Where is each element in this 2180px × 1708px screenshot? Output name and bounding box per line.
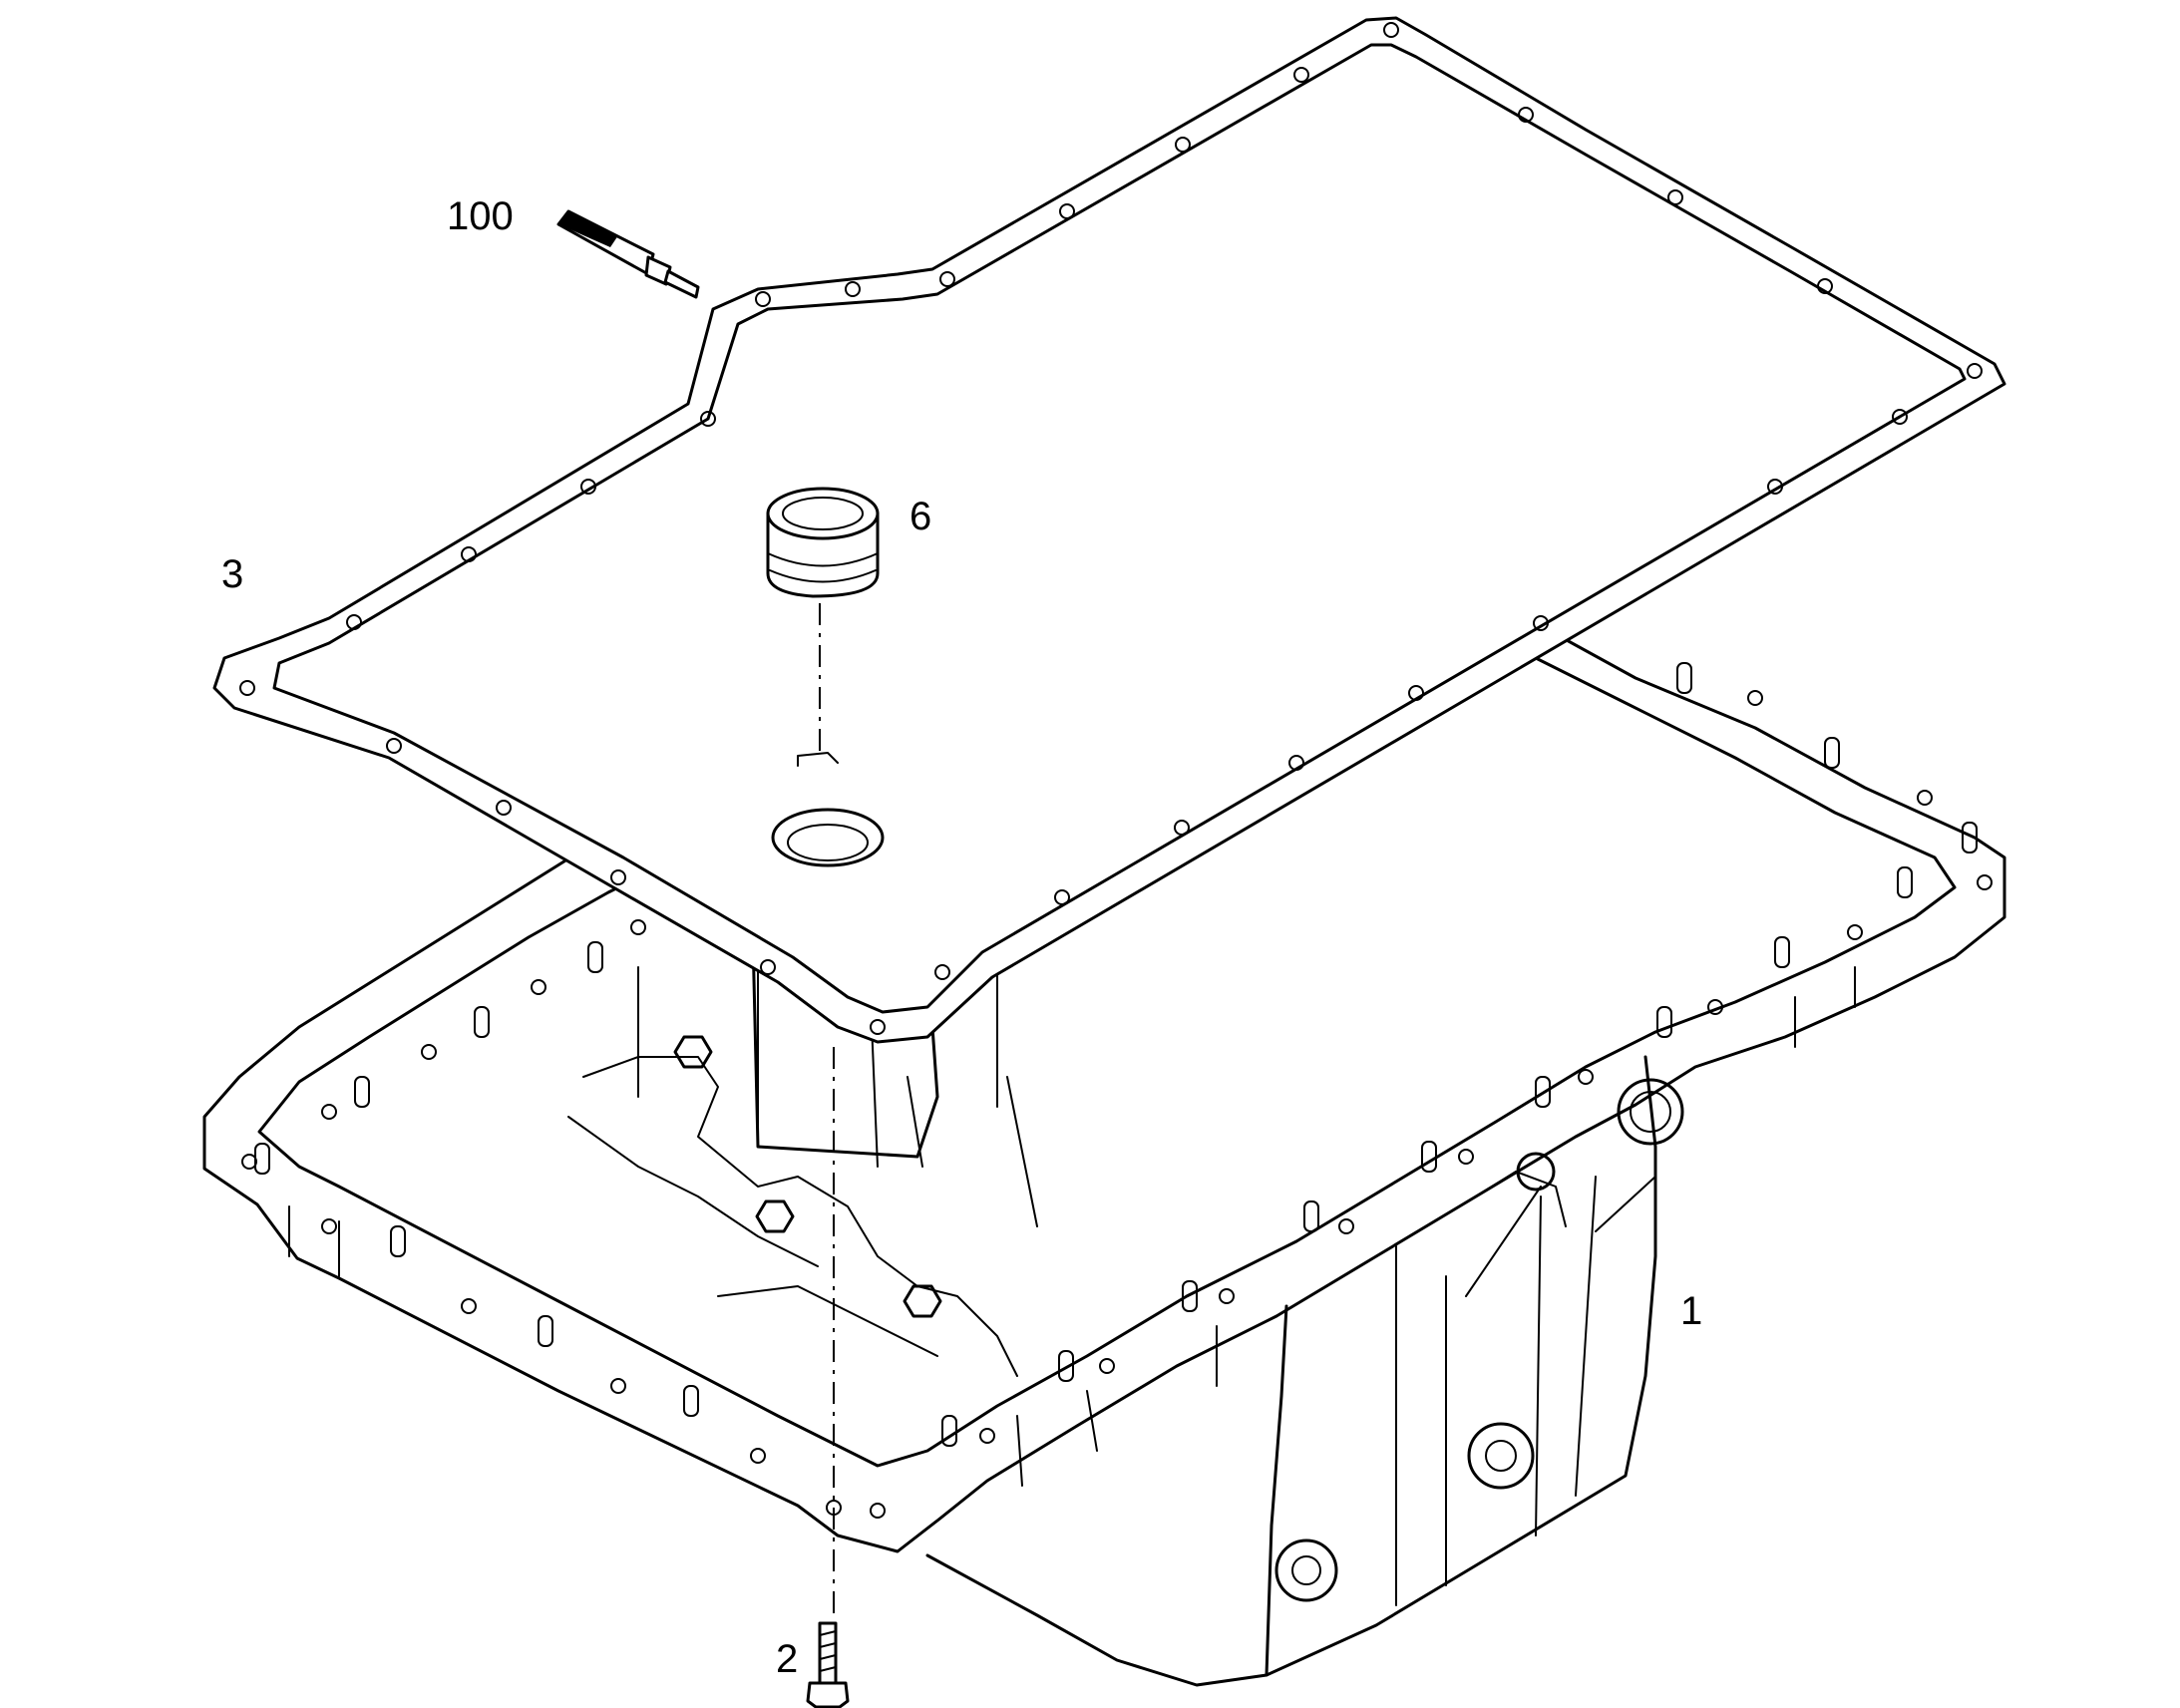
callout-part-3: 3	[221, 552, 244, 596]
dipstick-port	[1617, 1078, 1684, 1146]
oil-pan-gasket	[212, 16, 2006, 1044]
drain-plug-left	[1274, 1538, 1338, 1602]
gasket-inner	[272, 43, 1967, 1014]
callout-part-1: 1	[1680, 1289, 1703, 1333]
drain-plug-right	[1467, 1422, 1535, 1490]
oil-pan-baffle	[582, 1056, 1018, 1377]
oil-level-sensor	[1516, 1152, 1556, 1192]
callout-part-6: 6	[909, 495, 932, 538]
assembly-centerlines	[819, 603, 842, 1620]
oil-pan-sump-body	[925, 1055, 1657, 1687]
gasket-holes	[239, 22, 1983, 1035]
baffle-bolt-2	[755, 1199, 795, 1233]
callout-part-2: 2	[776, 1637, 799, 1681]
baffle-bolt-3	[903, 1284, 942, 1318]
oil-pan-sump-side	[1265, 1304, 1288, 1677]
callout-part-100: 100	[447, 194, 514, 238]
plug-bushing	[766, 487, 885, 867]
baffle-bolt-1	[673, 1035, 713, 1069]
plug-seat-port	[771, 808, 885, 867]
gasket-outer	[212, 16, 2006, 1044]
sealant-tube	[556, 209, 700, 299]
bolt	[806, 1621, 850, 1708]
